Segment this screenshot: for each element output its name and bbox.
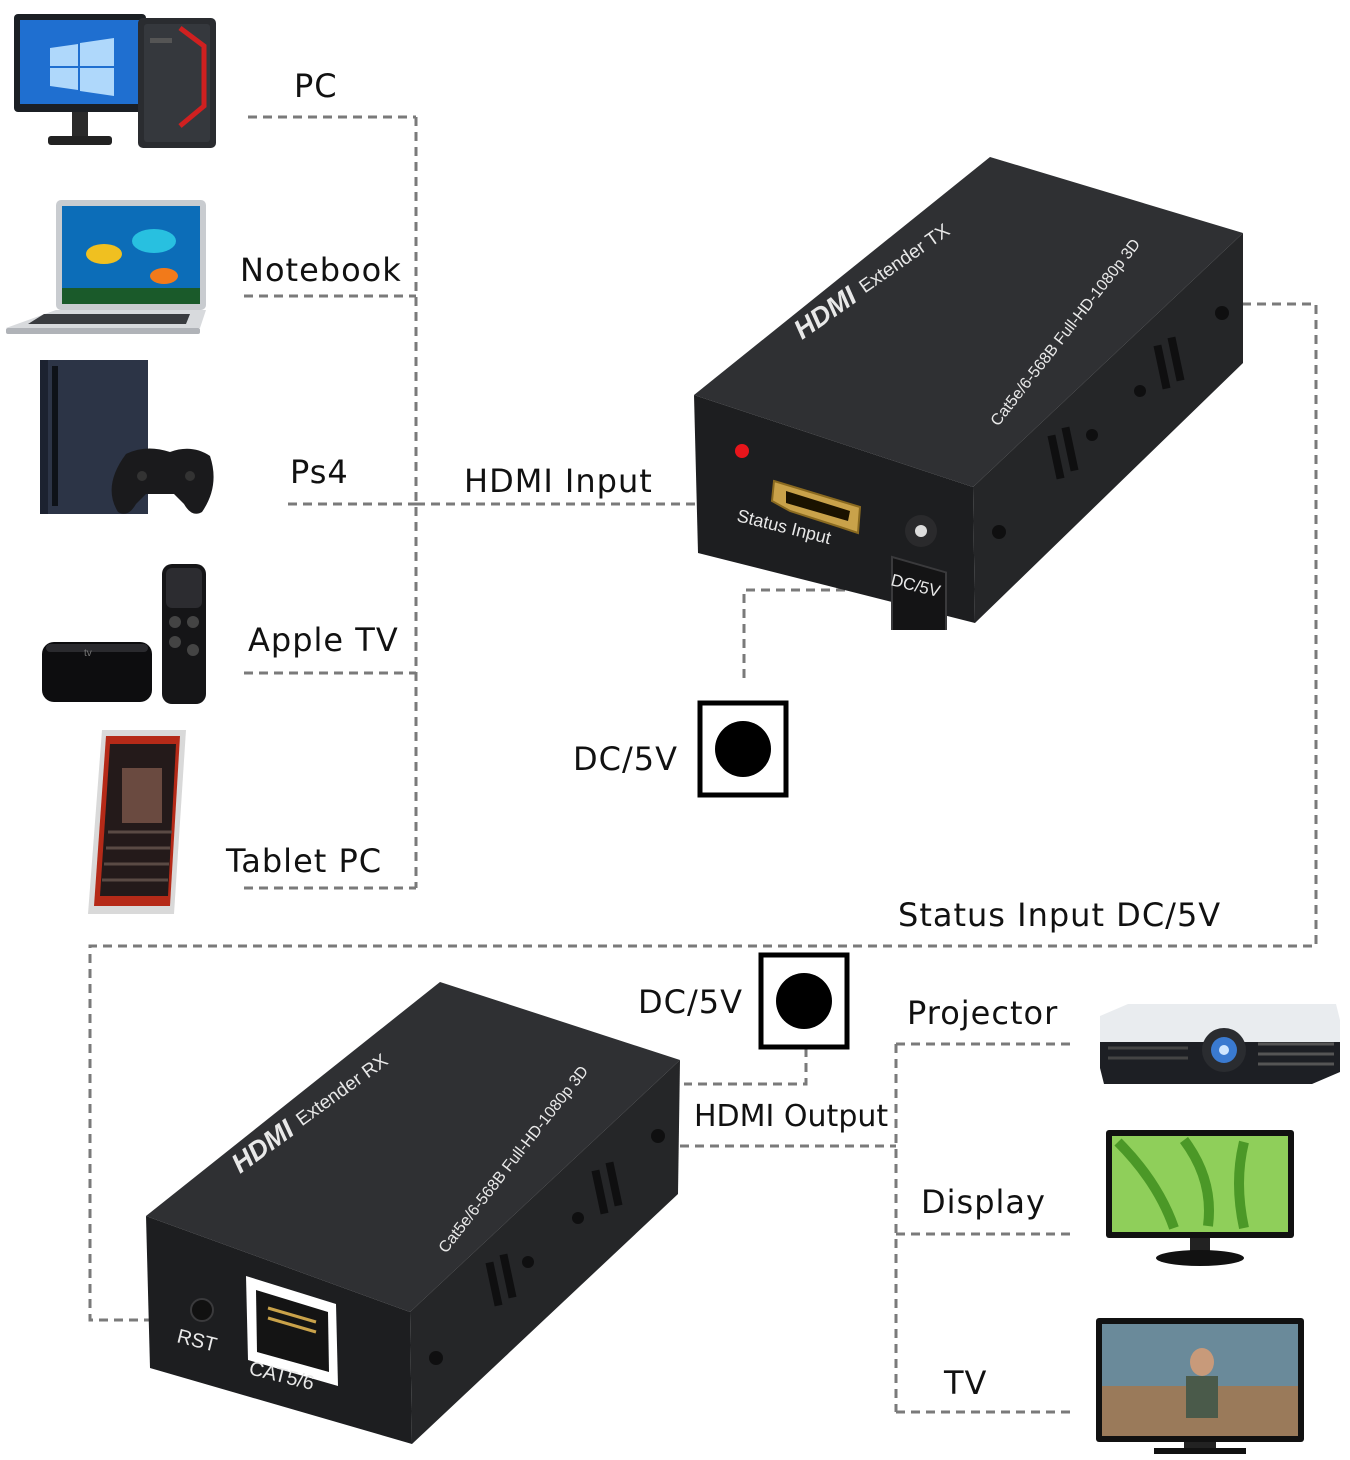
label-dc-tx: DC/5V xyxy=(573,740,679,778)
tx-dc-jack[interactable] xyxy=(891,555,947,630)
apple-tv-icon: tv xyxy=(42,564,206,704)
label-status-input-dc: Status Input DC/5V xyxy=(898,896,1222,934)
label-apple-tv: Apple TV xyxy=(248,621,399,659)
label-tv: TV xyxy=(944,1364,988,1402)
rx-rst-button[interactable] xyxy=(190,1298,214,1322)
svg-text:tv: tv xyxy=(84,648,92,659)
label-hdmi-input: HDMI Input xyxy=(464,462,653,500)
pc-icon xyxy=(14,14,216,148)
dc-jack-rx-icon xyxy=(758,952,850,1050)
label-display: Display xyxy=(921,1183,1046,1221)
ps4-icon xyxy=(40,360,214,514)
tablet-icon xyxy=(88,730,186,914)
label-ps4: Ps4 xyxy=(290,453,349,491)
hdmi-extender-tx: HDMI Extender TX Cat5e/6-568B Full-HD-10… xyxy=(694,157,1243,630)
notebook-icon xyxy=(6,200,206,334)
tv-icon xyxy=(1096,1318,1304,1454)
label-notebook: Notebook xyxy=(240,251,402,289)
hdmi-extender-rx: HDMI Extender RX Cat5e/6-568B Full-HD-10… xyxy=(146,982,680,1444)
label-dc-rx: DC/5V xyxy=(638,983,744,1021)
label-pc: PC xyxy=(294,67,338,105)
dc-jack-tx-icon xyxy=(697,700,789,798)
tx-status-led xyxy=(735,444,749,458)
label-tablet-pc: Tablet PC xyxy=(226,842,383,880)
label-hdmi-output: HDMI Output xyxy=(694,1099,889,1134)
wire-tx-out xyxy=(88,302,1318,1322)
wire-dc-rx xyxy=(684,1048,808,1086)
projector-icon xyxy=(1100,1004,1340,1084)
label-projector: Projector xyxy=(907,994,1059,1032)
display-icon xyxy=(1106,1130,1294,1266)
